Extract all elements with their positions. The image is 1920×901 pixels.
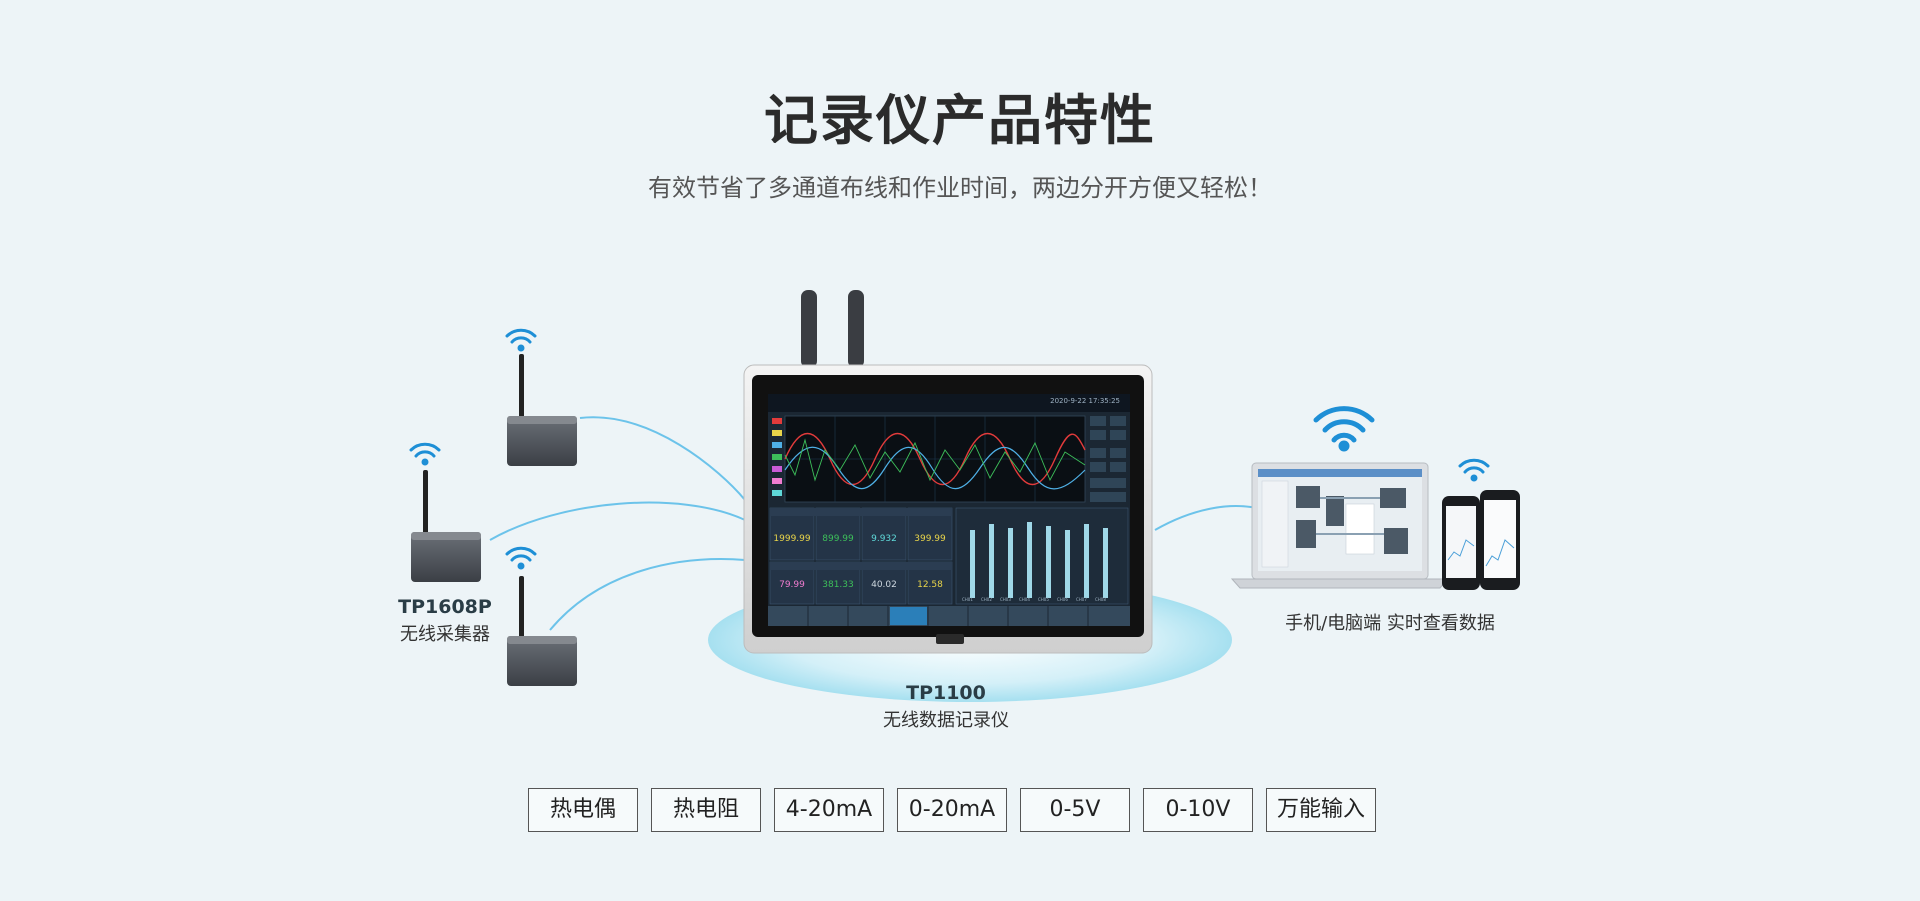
recorder-device	[743, 364, 1153, 654]
phone-device-back	[1442, 496, 1480, 590]
readout-ch1: 1999.99	[773, 534, 811, 544]
tag-4-20ma: 4-20mA	[774, 788, 884, 832]
collector-device-top	[507, 354, 577, 466]
bar-label-ch03: CH03	[1000, 597, 1011, 602]
tag-thermocouple: 热电偶	[528, 788, 638, 832]
recorder-screen-datetime: 2020-9-22 17:35:25	[1050, 397, 1120, 405]
bar-label-ch08: CH08	[1095, 597, 1106, 602]
wifi-icon	[409, 328, 1490, 570]
readout-ch5: 79.99	[779, 580, 805, 590]
readout-ch8: 12.58	[917, 580, 943, 590]
collector-label: TP1608P 无线采集器	[380, 596, 510, 646]
recorder-description: 无线数据记录仪	[883, 710, 1009, 731]
tag-0-10v: 0-10V	[1143, 788, 1253, 832]
readout-ch2: 899.99	[822, 534, 854, 544]
tag-universal-input: 万能输入	[1266, 788, 1376, 832]
bar-label-ch06: CH06	[1057, 597, 1068, 602]
wireless-links	[489, 416, 1266, 631]
collector-device-middle	[411, 470, 481, 582]
bar-label-ch04: CH04	[1019, 597, 1030, 602]
recorder-antenna-right	[848, 290, 864, 368]
tag-0-5v: 0-5V	[1020, 788, 1130, 832]
remote-viewing-caption: 手机/电脑端 实时查看数据	[1285, 613, 1495, 634]
recorder-screen-bar-labels: CH01 CH02 CH03 CH04 CH05 CH06 CH07 CH08	[962, 597, 1122, 605]
recorder-label: TP1100 无线数据记录仪	[846, 682, 1046, 732]
bar-label-ch07: CH07	[1076, 597, 1087, 602]
tag-0-20ma: 0-20mA	[897, 788, 1007, 832]
recorder-screen-readouts: 1999.99 899.99 9.932 399.99 79.99 381.33…	[770, 518, 952, 604]
collector-device-bottom	[507, 576, 577, 686]
bar-label-ch02: CH02	[981, 597, 992, 602]
input-type-tags: 热电偶 热电阻 4-20mA 0-20mA 0-5V 0-10V 万能输入	[528, 788, 1376, 832]
recorder-model: TP1100	[906, 682, 986, 704]
readout-ch6: 381.33	[822, 580, 854, 590]
tag-rtd: 热电阻	[651, 788, 761, 832]
recorder-antenna-left	[801, 290, 817, 368]
collector-description: 无线采集器	[400, 624, 490, 645]
collector-model: TP1608P	[398, 596, 492, 618]
phone-device-front	[1480, 490, 1520, 590]
laptop-device	[1230, 462, 1450, 589]
page-title: 记录仪产品特性	[764, 89, 1156, 152]
readout-ch3: 9.932	[871, 534, 897, 544]
readout-ch7: 40.02	[871, 580, 897, 590]
bar-label-ch01: CH01	[962, 597, 973, 602]
readout-ch4: 399.99	[914, 534, 946, 544]
page-subtitle: 有效节省了多通道布线和作业时间，两边分开方便又轻松！	[648, 174, 1272, 202]
bar-label-ch05: CH05	[1038, 597, 1049, 602]
